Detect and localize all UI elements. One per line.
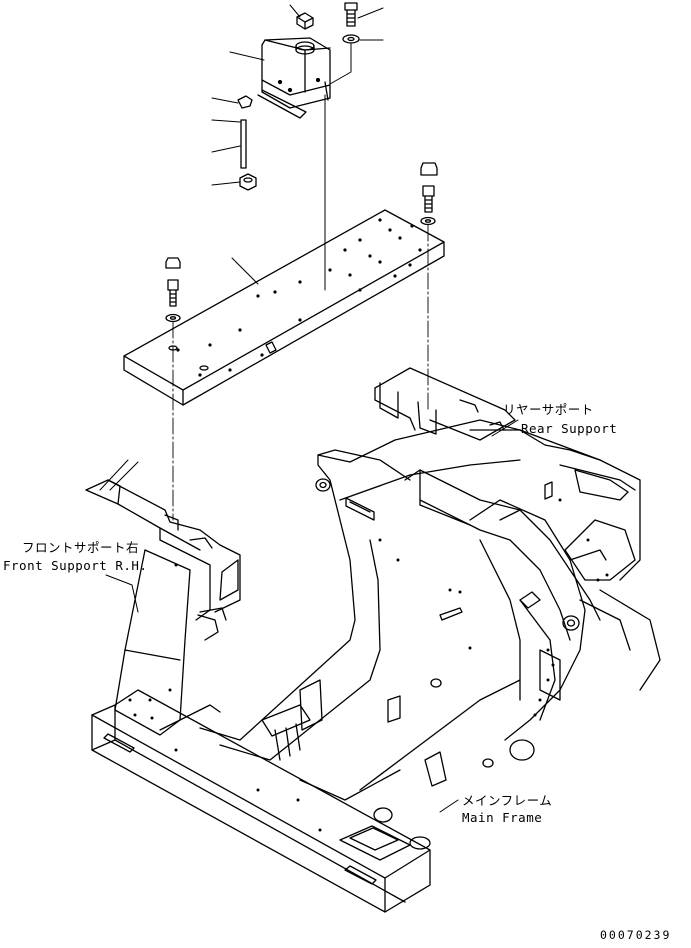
fitting-part: [239, 173, 257, 191]
rear-support-label-en: Rear Support: [521, 421, 618, 436]
bolt-right: [420, 162, 438, 226]
drawing-number: 00070239: [600, 928, 672, 942]
cap-nut-part: [296, 12, 314, 30]
main-frame: [91, 367, 661, 913]
box-assembly: [257, 37, 331, 119]
clip-part: [237, 95, 253, 109]
front-support-label-jp: フロントサポート右: [22, 540, 140, 555]
bolt-top: [344, 2, 358, 27]
leader-lines: [211, 4, 384, 291]
main-frame-label-en: Main Frame: [462, 810, 543, 825]
center-lines: [172, 224, 429, 521]
washer-top: [342, 34, 360, 44]
main-frame-label-jp: メインフレーム: [462, 793, 553, 808]
front-support-label-en: Front Support R.H.: [3, 558, 148, 573]
front-support-rh: [85, 459, 241, 736]
rod-part: [240, 119, 247, 169]
mounting-plate: [123, 209, 445, 406]
label-leaders: [105, 419, 519, 813]
bolt-left: [165, 257, 181, 323]
rear-support-label-jp: リヤーサポート: [503, 402, 594, 417]
